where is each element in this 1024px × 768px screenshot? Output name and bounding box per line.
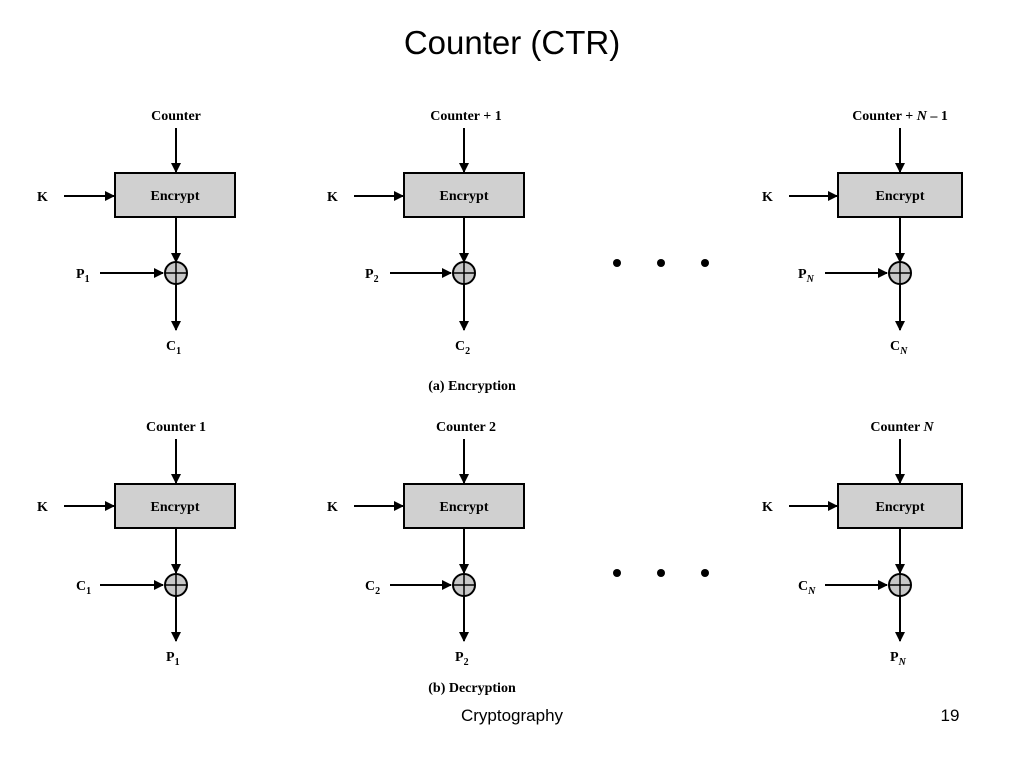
enc-key-2: K xyxy=(327,190,338,205)
xor-icon xyxy=(164,261,188,285)
enc-ciphertext-n: CN xyxy=(890,339,908,357)
dec-counter-2: Counter 2 xyxy=(436,420,496,435)
dec-encrypt-box-n xyxy=(837,483,963,529)
enc-encrypt-box-1 xyxy=(114,172,236,218)
xor-icon xyxy=(888,261,912,285)
dec-ciphertext-in-1: C1 xyxy=(76,579,91,597)
dec-plaintext-out-n: PN xyxy=(890,650,907,668)
xor-icon xyxy=(164,573,188,597)
slide-title: Counter (CTR) xyxy=(403,24,621,61)
xor-icon xyxy=(452,573,476,597)
dec-key-2: K xyxy=(327,500,338,515)
enc-plaintext-2: P2 xyxy=(365,267,379,285)
enc-counter-1: Counter xyxy=(151,109,201,124)
dec-encrypt-label-2: Encrypt xyxy=(440,500,489,515)
dec-stage-2: Counter 2 K Encrypt C2 P2 xyxy=(327,420,525,668)
dec-counter-n: Counter N xyxy=(870,420,934,435)
dec-encrypt-label-1: Encrypt xyxy=(151,500,200,515)
enc-encrypt-label-1: Encrypt xyxy=(151,189,200,204)
dec-ciphertext-in-2: C2 xyxy=(365,579,380,597)
enc-ellipsis xyxy=(613,259,709,267)
enc-stage-2: Counter + 1 K Encrypt P2 C2 xyxy=(327,109,525,357)
enc-encrypt-box-2 xyxy=(403,172,525,218)
enc-counter-2: Counter + 1 xyxy=(430,109,502,124)
dec-stage-n: Counter N K Encrypt CN PN xyxy=(762,420,963,668)
enc-stage-n: Counter + N – 1 K Encrypt PN CN xyxy=(762,109,963,357)
page-number: 19 xyxy=(940,706,960,725)
dec-key-1: K xyxy=(37,500,48,515)
enc-key-n: K xyxy=(762,190,773,205)
enc-plaintext-1: P1 xyxy=(76,267,90,285)
enc-ciphertext-1: C1 xyxy=(166,339,181,357)
enc-encrypt-label-2: Encrypt xyxy=(440,189,489,204)
dec-plaintext-out-1: P1 xyxy=(166,650,180,668)
dec-counter-1: Counter 1 xyxy=(146,420,206,435)
dec-ciphertext-in-n: CN xyxy=(798,579,816,597)
dec-stage-1: Counter 1 K Encrypt C1 P1 xyxy=(37,420,236,668)
enc-plaintext-n: PN xyxy=(798,267,815,285)
enc-ciphertext-2: C2 xyxy=(455,339,470,357)
enc-key-1: K xyxy=(37,190,48,205)
footer-title: Cryptography xyxy=(460,706,564,725)
dec-ellipsis xyxy=(613,569,709,577)
enc-counter-n: Counter + N – 1 xyxy=(852,109,948,124)
dec-plaintext-out-2: P2 xyxy=(455,650,469,668)
encryption-caption: (a) Encryption xyxy=(428,379,516,394)
dec-encrypt-box-2 xyxy=(403,483,525,529)
enc-stage-1: Counter K Encrypt P1 C1 xyxy=(37,109,236,357)
decryption-caption: (b) Decryption xyxy=(428,681,516,696)
xor-icon xyxy=(888,573,912,597)
xor-icon xyxy=(452,261,476,285)
dec-encrypt-label-n: Encrypt xyxy=(876,500,925,515)
dec-key-n: K xyxy=(762,500,773,515)
enc-encrypt-label-n: Encrypt xyxy=(876,189,925,204)
